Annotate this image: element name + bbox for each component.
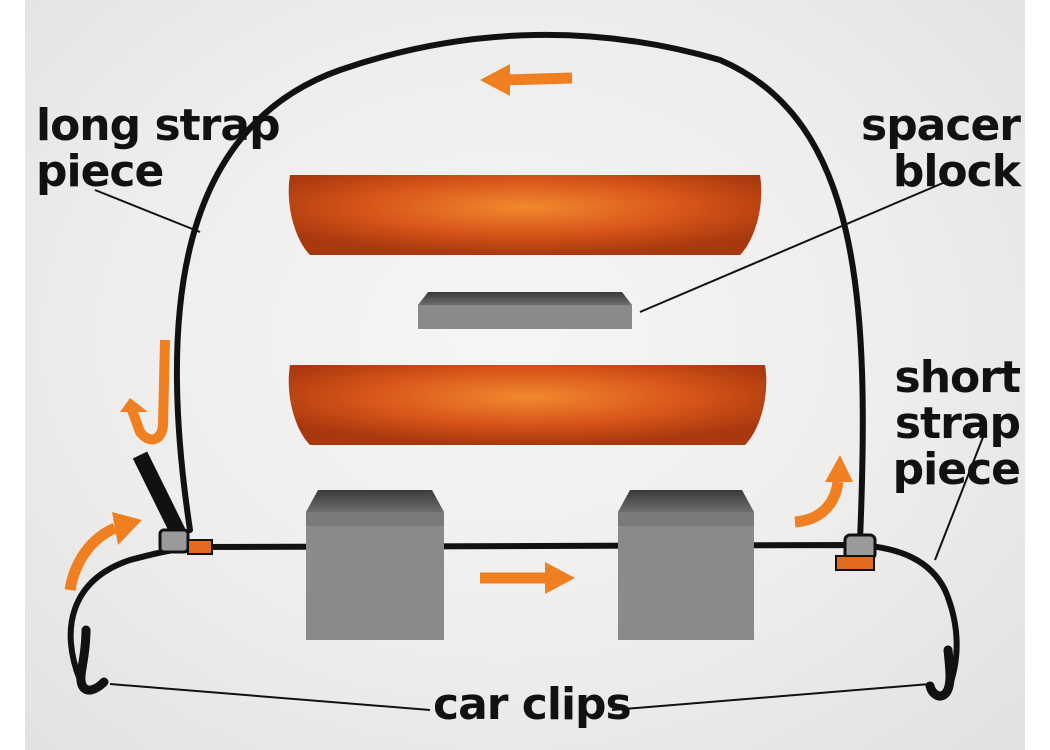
strap-tail (132, 451, 186, 536)
right-foam-block (618, 490, 754, 640)
arrow-left-hook-icon (120, 339, 170, 445)
label-long-strap-line2: piece (36, 146, 164, 197)
label-short-strap-line3: piece (892, 444, 1021, 495)
label-car-clips: car clips (433, 679, 632, 730)
arrow-middle-right-icon (480, 562, 575, 594)
arrow-right-curve-icon (794, 455, 853, 528)
right-car-clip (925, 645, 955, 701)
label-spacer-block: spacer block (861, 100, 1021, 197)
leader-short-strap (934, 431, 986, 561)
leader-long-strap (94, 189, 201, 233)
label-spacer-line2: block (892, 146, 1021, 197)
long-strap (173, 31, 866, 543)
left-buckle (158, 528, 213, 555)
leader-car-clip-left (109, 683, 431, 711)
right-buckle (835, 533, 877, 571)
left-foam-block (306, 490, 444, 640)
roof-strap (67, 541, 960, 693)
arrow-left-curve-icon (64, 512, 142, 592)
label-short-strap-line2: strap (894, 398, 1021, 449)
spacer-block-shape (418, 292, 632, 329)
label-long-strap-line1: long strap (36, 100, 281, 151)
left-car-clip (76, 625, 109, 695)
upper-kayak (288, 175, 762, 255)
lower-kayak (288, 365, 767, 445)
label-short-strap-piece: short strap piece (892, 352, 1021, 495)
label-long-strap-piece: long strap piece (36, 100, 281, 197)
label-spacer-line1: spacer (861, 100, 1021, 151)
leader-car-clip-right (611, 683, 931, 711)
leader-spacer-block (639, 179, 951, 313)
label-short-strap-line1: short (894, 352, 1021, 403)
arrow-top-left-icon (480, 64, 573, 96)
